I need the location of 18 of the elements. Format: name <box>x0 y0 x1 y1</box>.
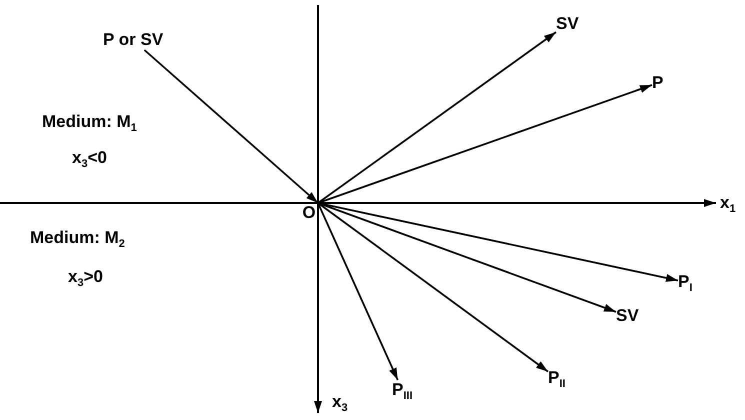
wave-label: SV <box>556 14 579 34</box>
ray-arrow <box>317 202 399 380</box>
wave-label: P <box>652 73 664 93</box>
ray-arrow <box>317 202 549 372</box>
wave-label: P$_{I}$ <box>678 272 692 292</box>
axis-label: x$_{3}$ <box>332 392 348 412</box>
wave-label: P$_{III}$ <box>392 380 413 400</box>
ray-arrow <box>144 49 319 204</box>
condition-label: x$_{3}$>0 <box>68 267 103 287</box>
medium-label: Medium: M$_{2}$ <box>30 228 125 248</box>
medium-label: Medium: M$_{1}$ <box>42 112 137 132</box>
wave-label: P or SV <box>103 30 164 50</box>
axis-label: x$_{1}$ <box>720 193 736 213</box>
wave-label: SV <box>616 306 639 326</box>
condition-label: x$_{3}$<0 <box>72 148 107 168</box>
ray-arrow <box>317 31 557 204</box>
origin-label: O <box>300 203 318 223</box>
wave-label: P$_{II}$ <box>548 368 566 388</box>
